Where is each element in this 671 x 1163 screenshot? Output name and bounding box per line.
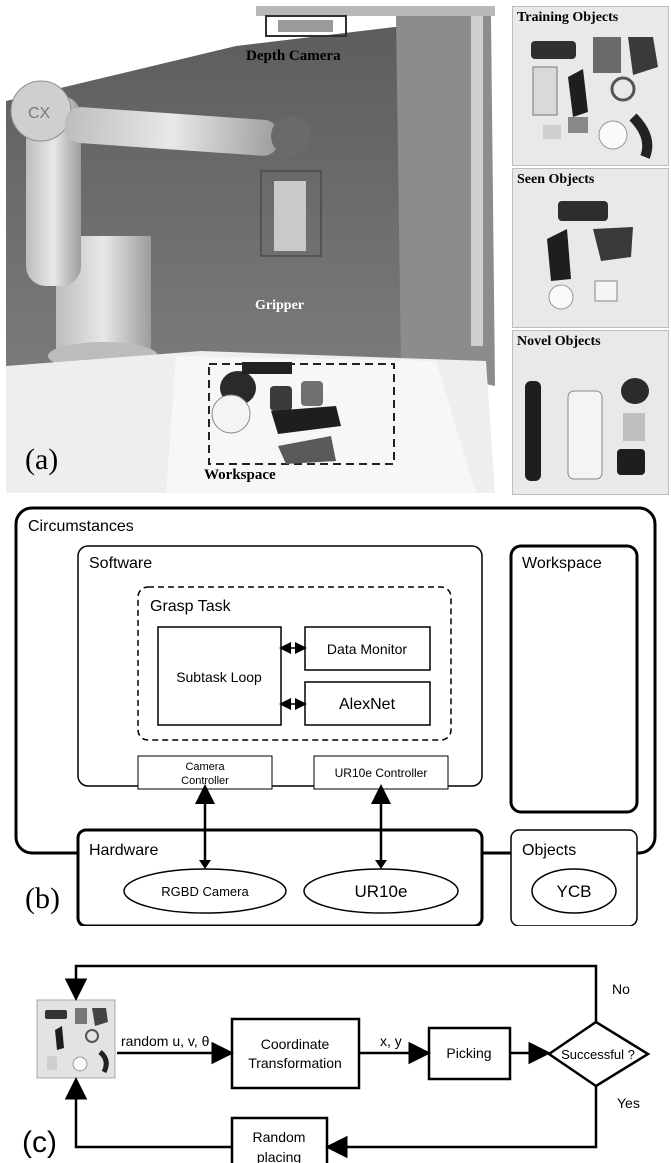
coordinate-line2: Transformation [248,1055,342,1071]
rgbd-camera-label: RGBD Camera [161,884,249,899]
ur10e-controller-box [313,755,449,790]
objects-label: Objects [522,842,576,859]
grasp-task-box [137,586,452,741]
successful-label: Successful ? [561,1047,635,1062]
gripper-label: Gripper [255,298,304,313]
picking-label: Picking [446,1045,491,1061]
workspace-region [208,363,395,465]
subtask-loop-label: Subtask Loop [176,669,262,685]
hardware-objects-layer: Hardware Objects RGBD Camera UR10e YCB [76,828,638,926]
software-box [77,545,483,787]
workspace-label: Workspace [522,555,602,572]
random-placing-box [230,1116,329,1163]
alexnet-label: AlexNet [339,696,396,713]
no-label: No [612,981,630,997]
picking-box [427,1026,512,1081]
panel-a-label: (a) [25,443,59,476]
workspace-photo-label: Workspace [204,467,276,483]
training-objects-photo: Training Objects [512,6,669,166]
novel-objects-label: Novel Objects [517,334,601,349]
architecture-diagram: Circumstances Software Grasp Task Subtas… [14,506,657,860]
robot-scene-illustration: CX [6,6,495,493]
ycb-ellipse [531,868,617,914]
seen-objects-label: Seen Objects [517,172,595,187]
successful-diamond [546,1020,651,1088]
coordinate-line1: Coordinate [261,1036,330,1052]
random-uv-label: random u, v, θ [121,1033,210,1049]
camera-controller-line2: Controller [181,775,229,787]
coordinate-transformation-box [230,1017,361,1090]
ur10e-label: UR10e [355,882,408,901]
random-line2: placing [257,1149,301,1163]
ycb-label: YCB [557,882,592,901]
software-label: Software [89,555,152,572]
depth-camera-label: Depth Camera [246,48,341,64]
seen-objects-photo: Seen Objects [512,168,669,328]
depth-camera-box [265,15,347,37]
random-line1: Random [253,1129,306,1145]
flowchart: random u, v, θ Coordinate Transformation… [22,964,651,1163]
novel-objects-photo: Novel Objects [512,330,669,495]
xy-label: x, y [380,1033,402,1049]
ur10e-controller-label: UR10e Controller [335,766,428,780]
camera-controller-line1: Camera [185,761,225,773]
panel-b-label: (b) [25,882,60,915]
data-monitor-label: Data Monitor [327,641,407,657]
training-objects-label: Training Objects [517,10,619,25]
svg-text:CX: CX [28,105,51,122]
hardware-label: Hardware [89,842,158,859]
workspace-box [509,544,639,814]
circumstances-label: Circumstances [28,518,134,535]
yes-label: Yes [617,1095,640,1111]
panel-c-label: (c) [22,1126,57,1159]
subtask-loop-box [157,626,282,726]
robot-photo: CX [6,6,495,493]
grasp-task-label: Grasp Task [150,598,232,615]
